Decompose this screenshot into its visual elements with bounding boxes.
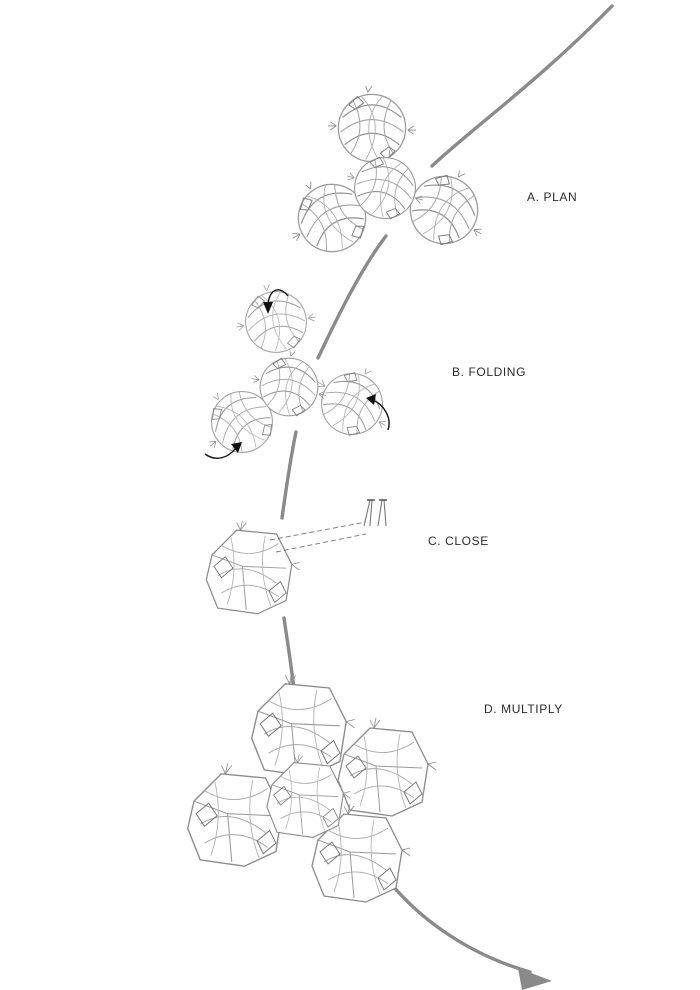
step-label-plan: A. PLAN [527, 190, 578, 204]
step-label-folding: B. FOLDING [452, 365, 527, 379]
process-path-segment [280, 430, 298, 520]
pin-icon [363, 499, 387, 527]
process-path [430, 4, 614, 168]
process-path-segment [386, 878, 532, 974]
curved-arrow-icon [204, 442, 242, 459]
process-path-segment [316, 234, 388, 360]
step-label-multiply: D. MULTIPLY [484, 702, 563, 716]
multiply-figure [187, 672, 437, 903]
curved-arrow-icon [366, 394, 390, 431]
step-label-close: C. CLOSE [428, 534, 489, 548]
plan-figure [272, 85, 504, 270]
close-figure [205, 499, 387, 615]
folding-figure [186, 277, 407, 472]
arrowhead-icon [518, 968, 552, 990]
curved-arrow-icon [263, 289, 289, 314]
